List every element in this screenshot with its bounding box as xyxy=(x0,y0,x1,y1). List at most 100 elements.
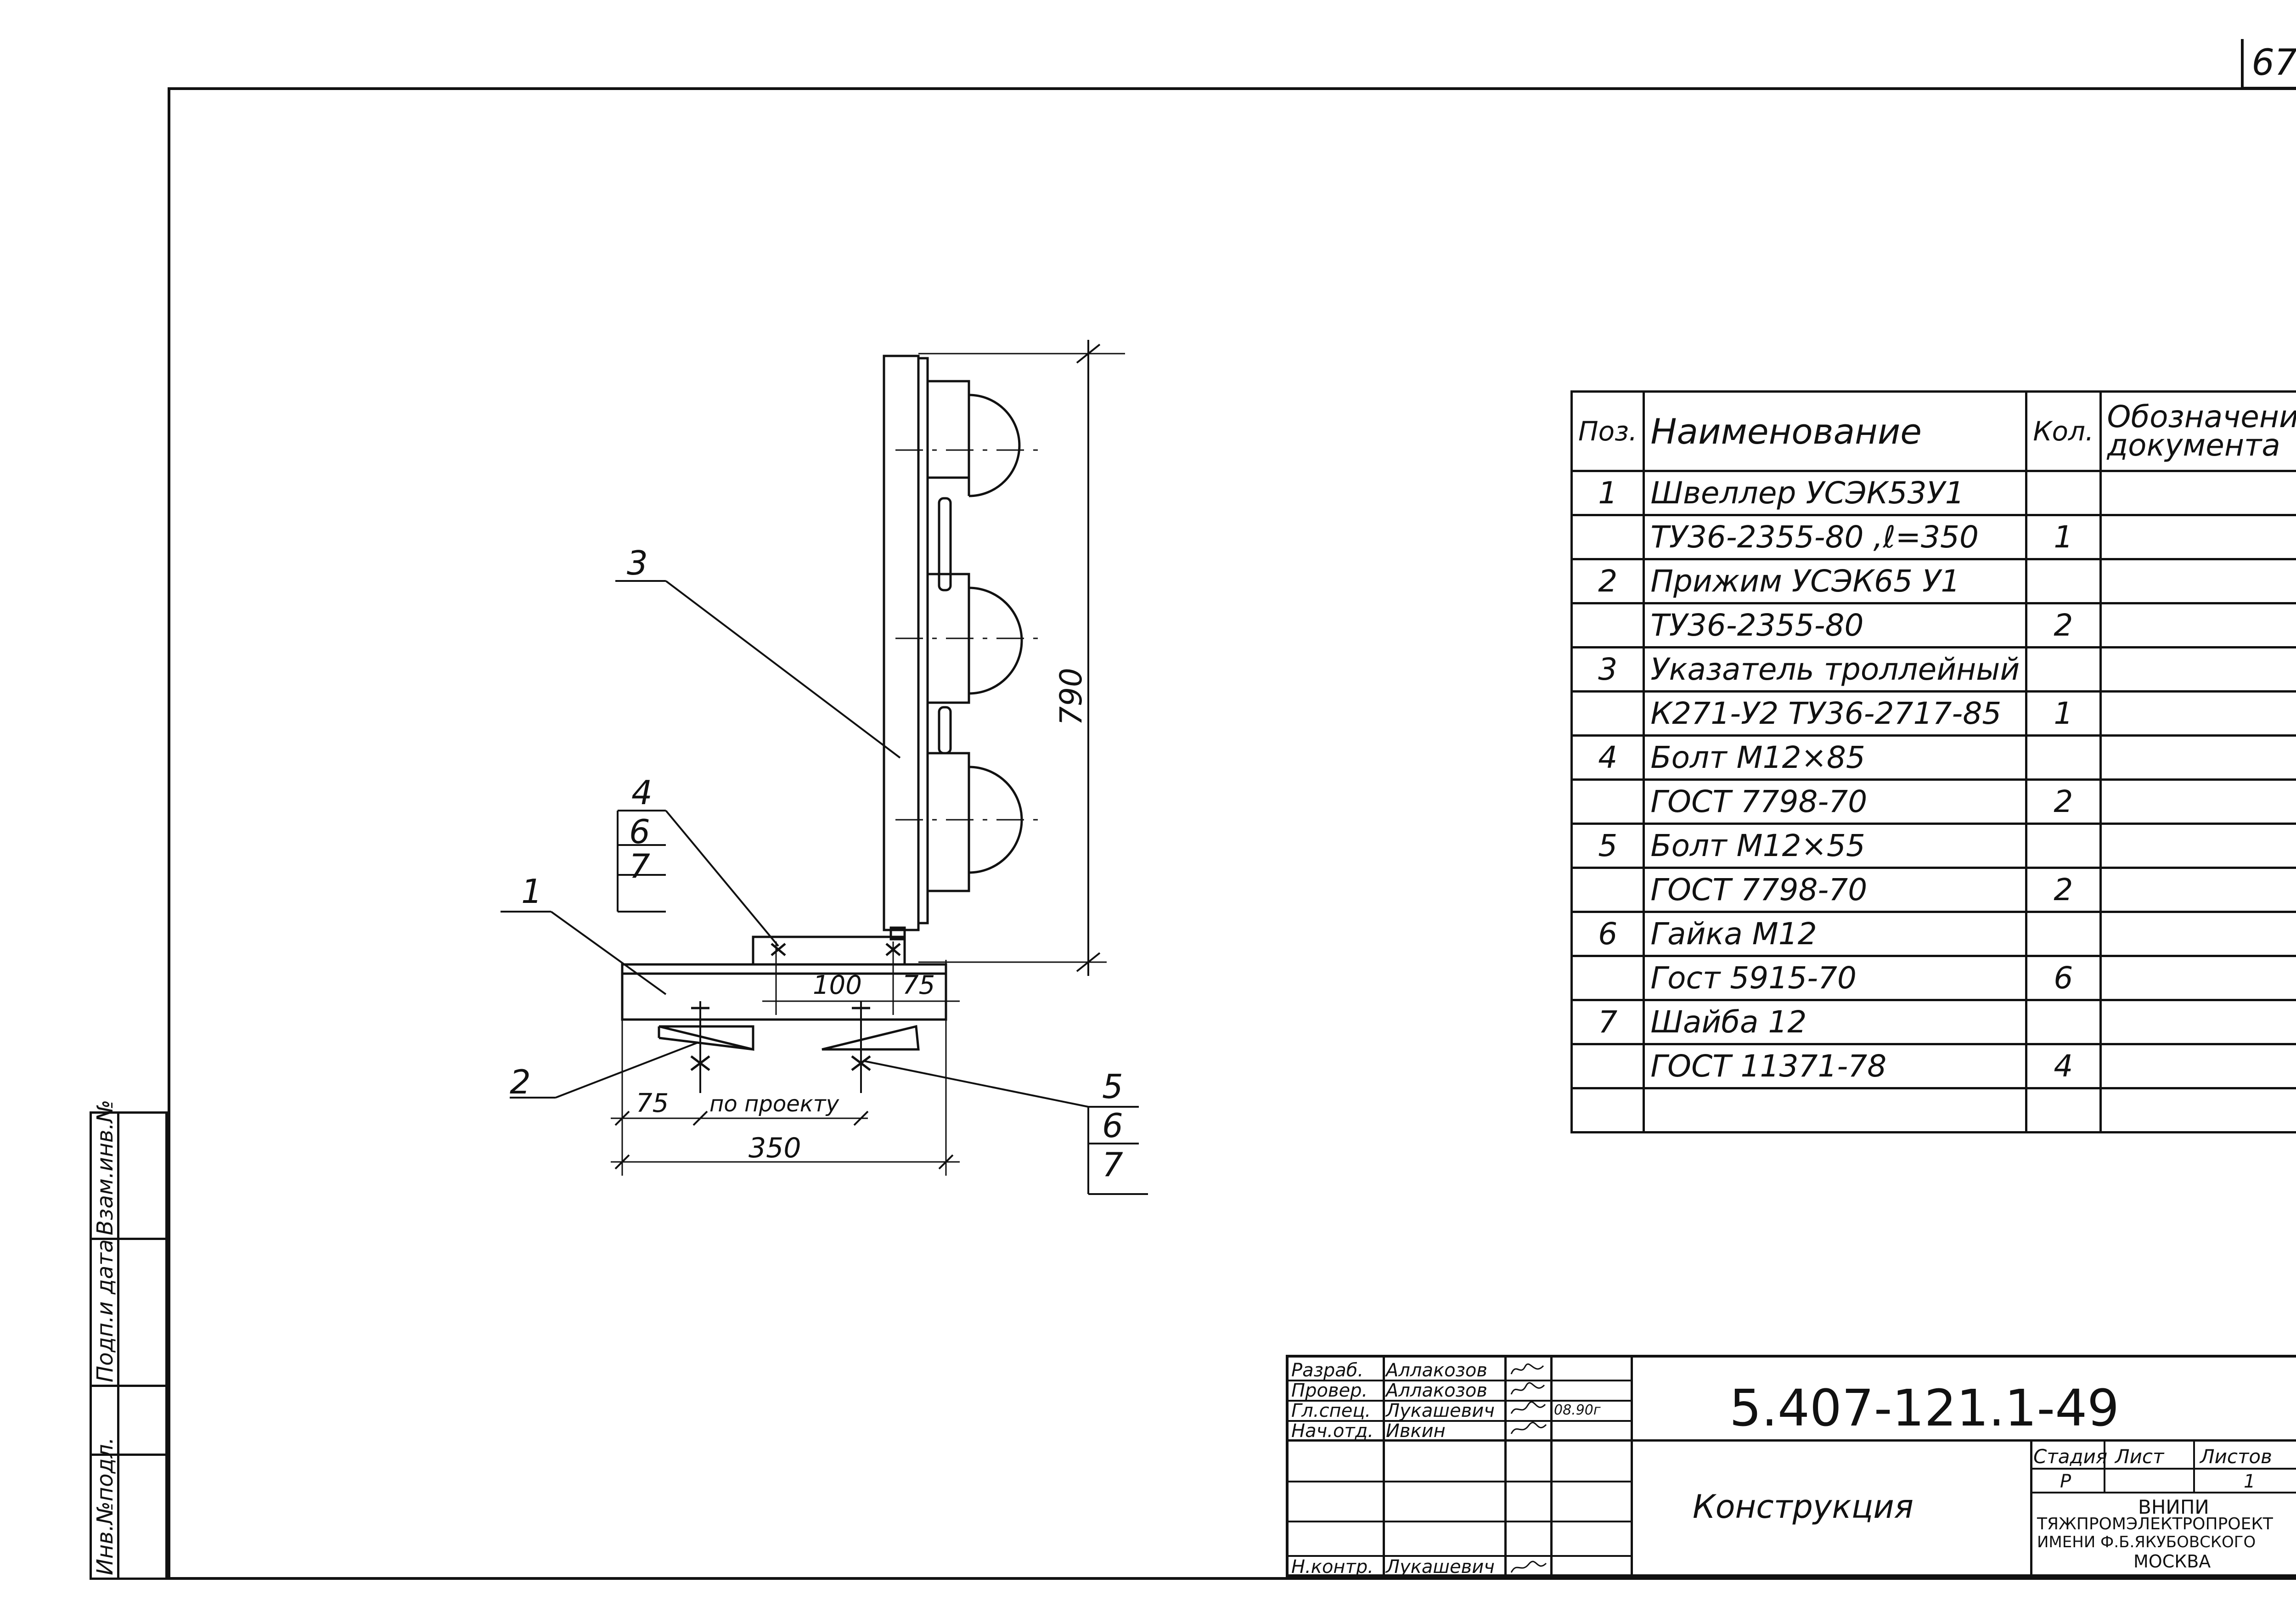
spec-row xyxy=(1570,1087,2296,1133)
spec-cell-doc xyxy=(2099,823,2296,869)
sheets-label: Листов xyxy=(2200,1445,2272,1468)
org-line3: ИМЕНИ Ф.Б.ЯКУБОВСКОГО xyxy=(2037,1533,2256,1551)
spec-cell-pos: 4 xyxy=(1570,734,1645,781)
role-3: Гл.спец. xyxy=(1291,1400,1371,1421)
specification-table: Поз. Наименование Кол. Обозначение докум… xyxy=(1570,390,2296,1133)
spec-cell-qty: 2 xyxy=(2025,778,2102,825)
org-line4: МОСКВА xyxy=(2133,1551,2211,1572)
spec-cell-pos: 5 xyxy=(1570,823,1645,869)
spec-header-doc: Обозначение документа xyxy=(2099,390,2296,472)
callout-7b: 7 xyxy=(1102,1145,1123,1184)
spec-cell-name xyxy=(1643,1087,2028,1133)
clamp-right xyxy=(822,1025,920,1051)
spec-cell-name: ГОСТ 7798-70 xyxy=(1643,867,2028,913)
spec-cell-pos: 6 xyxy=(1570,911,1645,957)
spec-cell-name: Болт М12×55 xyxy=(1643,823,2028,869)
side-replace-inv: Взам.инв.№ xyxy=(92,1099,118,1235)
spec-cell-name: Болт М12×85 xyxy=(1643,734,2028,781)
spec-header-doc-line2: документа xyxy=(2107,428,2280,463)
spec-cell-pos xyxy=(1570,690,1645,737)
name-5: Лукашевич xyxy=(1386,1556,1495,1578)
spec-cell-doc xyxy=(2099,734,2296,781)
spec-cell-pos xyxy=(1570,602,1645,648)
spec-header-name: Наименование xyxy=(1643,390,2028,472)
spec-cell-doc xyxy=(2099,1043,2296,1089)
sheets-value: 1 xyxy=(2244,1471,2256,1492)
spec-cell-qty xyxy=(2025,646,2102,693)
spec-cell-name: ГОСТ 11371-78 xyxy=(1643,1043,2028,1089)
spec-cell-pos xyxy=(1570,778,1645,825)
spec-cell-name: Швеллер УСЭК53У1 xyxy=(1643,470,2028,516)
spec-cell-pos: 1 xyxy=(1570,470,1645,516)
spec-header-doc-line1: Обозначение xyxy=(2107,399,2296,434)
role-5: Н.контр. xyxy=(1291,1556,1373,1578)
name-4: Ивкин xyxy=(1386,1420,1446,1442)
spec-cell-name: ТУ36-2355-80 ,ℓ=350 xyxy=(1643,514,2028,560)
dim-by-project: по проекту xyxy=(709,1091,839,1117)
spec-cell-name: Прижим УСЭК65 У1 xyxy=(1643,558,2028,604)
callout-1: 1 xyxy=(521,872,542,911)
role-4: Нач.отд. xyxy=(1291,1420,1374,1442)
role-1: Разраб. xyxy=(1291,1360,1364,1381)
org-line2: ТЯЖПРОМЭЛЕКТРОПРОЕКТ xyxy=(2037,1515,2273,1533)
clamp-left xyxy=(658,1025,754,1051)
side-sign-date: Подп.и дата xyxy=(92,1239,118,1382)
spec-cell-qty xyxy=(2025,999,2102,1045)
spec-header-row: Поз. Наименование Кол. Обозначение докум… xyxy=(1570,390,2296,472)
name-3: Лукашевич xyxy=(1386,1400,1495,1421)
document-title: Конструкция xyxy=(1693,1488,1913,1526)
stage-value: Р xyxy=(2060,1471,2071,1492)
spec-cell-qty xyxy=(2025,911,2102,957)
dim-75-top: 75 xyxy=(902,970,935,1000)
spec-cell-doc xyxy=(2099,999,2296,1045)
spec-cell-name: Гост 5915-70 xyxy=(1643,955,2028,1001)
spec-cell-doc xyxy=(2099,867,2296,913)
title-block: Разраб. Аллакозов Провер. Аллакозов Гл.с… xyxy=(1286,1355,2296,1579)
callout-3: 3 xyxy=(627,544,648,582)
spec-cell-pos: 7 xyxy=(1570,999,1645,1045)
spec-cell-pos xyxy=(1570,867,1645,913)
role-2: Провер. xyxy=(1291,1380,1368,1401)
spec-cell-pos xyxy=(1570,514,1645,560)
name-1: Аллакозов xyxy=(1386,1360,1487,1381)
callout-6a: 6 xyxy=(629,812,650,851)
callout-2: 2 xyxy=(510,1063,531,1101)
spec-cell-qty: 2 xyxy=(2025,602,2102,648)
spec-cell-doc xyxy=(2099,690,2296,737)
dim-100: 100 xyxy=(813,970,862,1000)
stage-label: Стадия xyxy=(2033,1445,2108,1468)
spec-cell-name: Шайба 12 xyxy=(1643,999,2028,1045)
spec-cell-name: К271-У2 ТУ36-2717-85 xyxy=(1643,690,2028,737)
spec-header-pos: Поз. xyxy=(1570,390,1645,472)
spec-header-qty: Кол. xyxy=(2025,390,2102,472)
spec-cell-pos xyxy=(1570,955,1645,1001)
spec-cell-doc xyxy=(2099,514,2296,560)
spec-cell-qty: 2 xyxy=(2025,867,2102,913)
side-stamp: Взам.инв.№ Подп.и дата Инв.№подл. xyxy=(90,1100,168,1580)
date: 08.90г xyxy=(1554,1402,1601,1418)
drawing-frame xyxy=(168,87,2296,1580)
spec-cell-name: Указатель троллейный xyxy=(1643,646,2028,693)
spec-cell-pos xyxy=(1570,1043,1645,1089)
spec-cell-pos xyxy=(1570,1087,1645,1133)
callout-4: 4 xyxy=(631,773,653,812)
spec-cell-name: ТУ36-2355-80 xyxy=(1643,602,2028,648)
spec-cell-doc xyxy=(2099,558,2296,604)
org-line1: ВНИПИ xyxy=(2138,1496,2209,1518)
spec-cell-qty xyxy=(2025,823,2102,869)
callout-6b: 6 xyxy=(1102,1106,1123,1145)
side-inv-orig: Инв.№подл. xyxy=(92,1437,118,1575)
dim-height: 790 xyxy=(1053,668,1089,726)
spec-cell-pos: 2 xyxy=(1570,558,1645,604)
